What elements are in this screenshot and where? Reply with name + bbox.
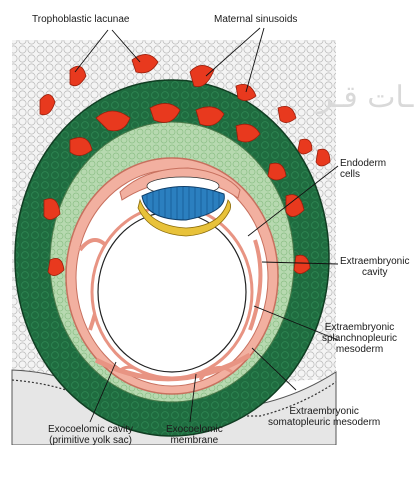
label-cavity-line1: Extraembryonic xyxy=(340,256,409,267)
label-splanchnopleuric-mesoderm: Extraembryonic splanchnopleuric mesoderm xyxy=(322,322,397,355)
label-trophoblastic-lacunae: Trophoblastic lacunae xyxy=(32,14,129,25)
label-splanch-line2: splanchnopleuric xyxy=(322,333,397,344)
label-extraembryonic-cavity: Extraembryonic cavity xyxy=(340,256,409,278)
label-exocoelomic-cavity: Exocoelomic cavity (primitive yolk sac) xyxy=(48,424,133,446)
label-somato-line1: Extraembryonic xyxy=(268,406,380,417)
label-exo-membrane-line1: Exocoelomic xyxy=(166,424,223,435)
label-endoderm-line1: Endoderm xyxy=(340,158,386,169)
label-maternal-sinusoids: Maternal sinusoids xyxy=(214,14,297,25)
label-exo-cavity-line2: (primitive yolk sac) xyxy=(48,435,133,446)
label-cavity-line2: cavity xyxy=(340,267,409,278)
label-splanch-line1: Extraembryonic xyxy=(322,322,397,333)
label-endoderm-cells: Endoderm cells xyxy=(340,158,386,180)
label-exo-cavity-line1: Exocoelomic cavity xyxy=(48,424,133,435)
label-splanch-line3: mesoderm xyxy=(322,344,397,355)
label-endoderm-line2: cells xyxy=(340,169,386,180)
label-somatopleuric-mesoderm: Extraembryonic somatopleuric mesoderm xyxy=(268,406,380,428)
watermark-text: ـات قـر xyxy=(318,78,413,118)
label-exo-membrane-line2: membrane xyxy=(166,435,223,446)
exocoelomic-cavity xyxy=(98,212,246,372)
label-exocoelomic-membrane: Exocoelomic membrane xyxy=(166,424,223,446)
label-somato-line2: somatopleuric mesoderm xyxy=(268,417,380,428)
